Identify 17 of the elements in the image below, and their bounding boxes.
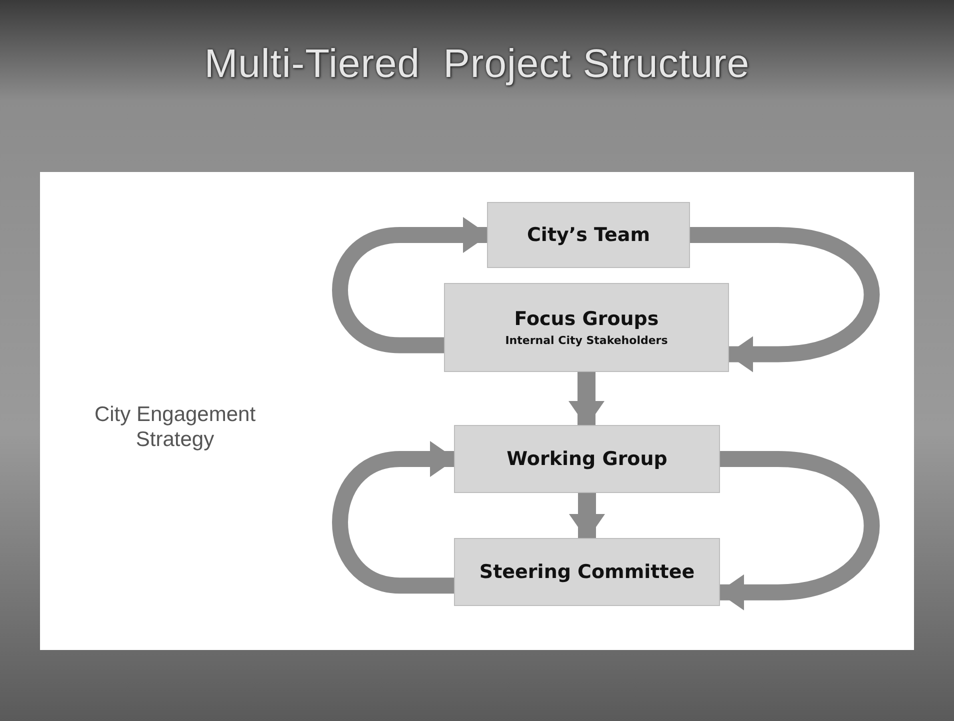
side-label: City Engagement Strategy <box>93 402 257 452</box>
curved-arrow <box>332 217 489 354</box>
box-title: Focus Groups <box>514 308 659 330</box>
process-box <box>454 425 720 493</box>
process-box <box>454 538 720 606</box>
box-title: City’s Team <box>526 224 650 246</box>
curved-arrow <box>332 441 456 594</box>
curved-arrow <box>718 451 880 610</box>
box-subtitle: Internal City Stakeholders <box>505 334 668 347</box>
block-arrow <box>569 493 605 540</box>
box-title: Steering Committee <box>479 561 695 583</box>
process-box <box>487 202 690 268</box>
block-arrow <box>568 372 604 427</box>
slide-title: Multi-Tiered Project Structure <box>203 42 751 87</box>
process-box <box>444 283 729 372</box>
box-title: Working Group <box>506 448 668 470</box>
curved-arrow <box>690 227 880 372</box>
